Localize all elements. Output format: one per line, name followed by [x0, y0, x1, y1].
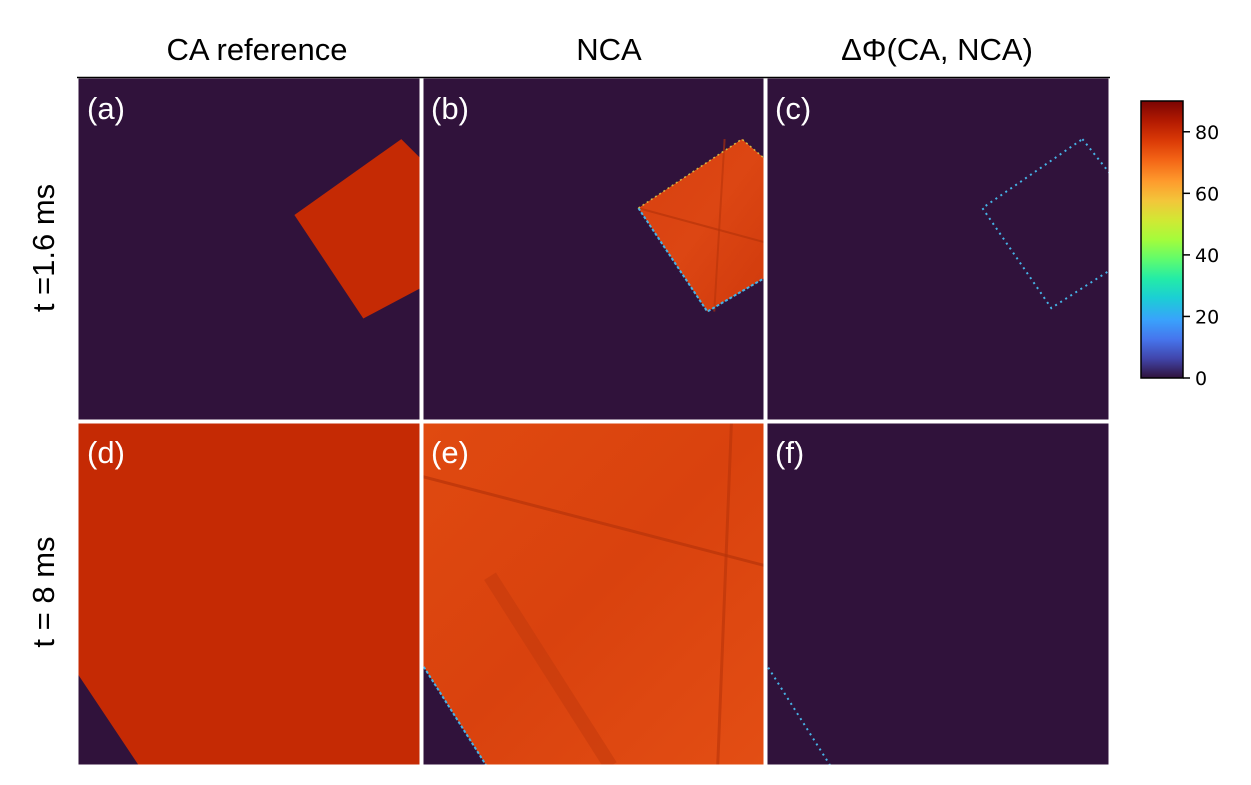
colorbar: 0 20 40 60 80: [1140, 100, 1219, 390]
panel-label: (d): [87, 435, 125, 470]
colorbar-tick-label: 20: [1195, 306, 1219, 328]
artifact-line: [716, 421, 733, 766]
panel-label: (f): [775, 435, 804, 470]
panel-label: (e): [431, 435, 469, 470]
artifact-line: [638, 207, 766, 244]
panel-e: (e): [421, 421, 766, 766]
colorbar-tick-label: 40: [1195, 245, 1219, 267]
panel-a: (a): [77, 77, 422, 422]
heatmap-region: [421, 421, 766, 766]
panel-c: (c): [765, 77, 1110, 422]
row-label-t-8ms: t = 8 ms: [26, 536, 61, 647]
edge-highlight: [637, 138, 766, 209]
artifact-line: [421, 474, 766, 568]
panel-f: (f): [765, 421, 1110, 766]
panel-grid: (a) (b) (c) (d) (e) (f): [75, 75, 1112, 768]
artifact-line: [713, 139, 726, 312]
panel-label: (b): [431, 91, 469, 126]
heatmap-region: [294, 139, 422, 319]
panel-label: (a): [87, 91, 125, 126]
panel-frame: [763, 419, 1112, 768]
panel-background: [765, 77, 1110, 422]
colorbar-tick-label: 60: [1195, 183, 1219, 205]
difference-edge: [765, 661, 832, 766]
colorbar-tick-label: 0: [1195, 368, 1207, 390]
panel-frames: [75, 75, 1112, 768]
edge-highlight: [637, 207, 766, 313]
column-title-nca: NCA: [576, 32, 642, 67]
colorbar-ticks: 0 20 40 60 80: [1183, 122, 1219, 390]
column-title-ca-reference: CA reference: [167, 32, 348, 67]
colorbar-gradient: [1140, 100, 1184, 379]
column-title-delta-phi: ΔΦ(CA, NCA): [841, 32, 1033, 67]
artifact-diagonal: [484, 572, 617, 766]
panel-d: (d): [77, 421, 422, 766]
difference-outline: [981, 137, 1110, 310]
edge-highlight: [421, 661, 488, 766]
panel-background: [765, 421, 1110, 766]
row-label-t-1-6ms: t =1.6 ms: [26, 184, 61, 312]
heatmap-region: [77, 421, 422, 766]
panel-b: (b): [421, 77, 766, 422]
panel-label: (c): [775, 91, 811, 126]
colorbar-tick-label: 80: [1195, 122, 1219, 144]
